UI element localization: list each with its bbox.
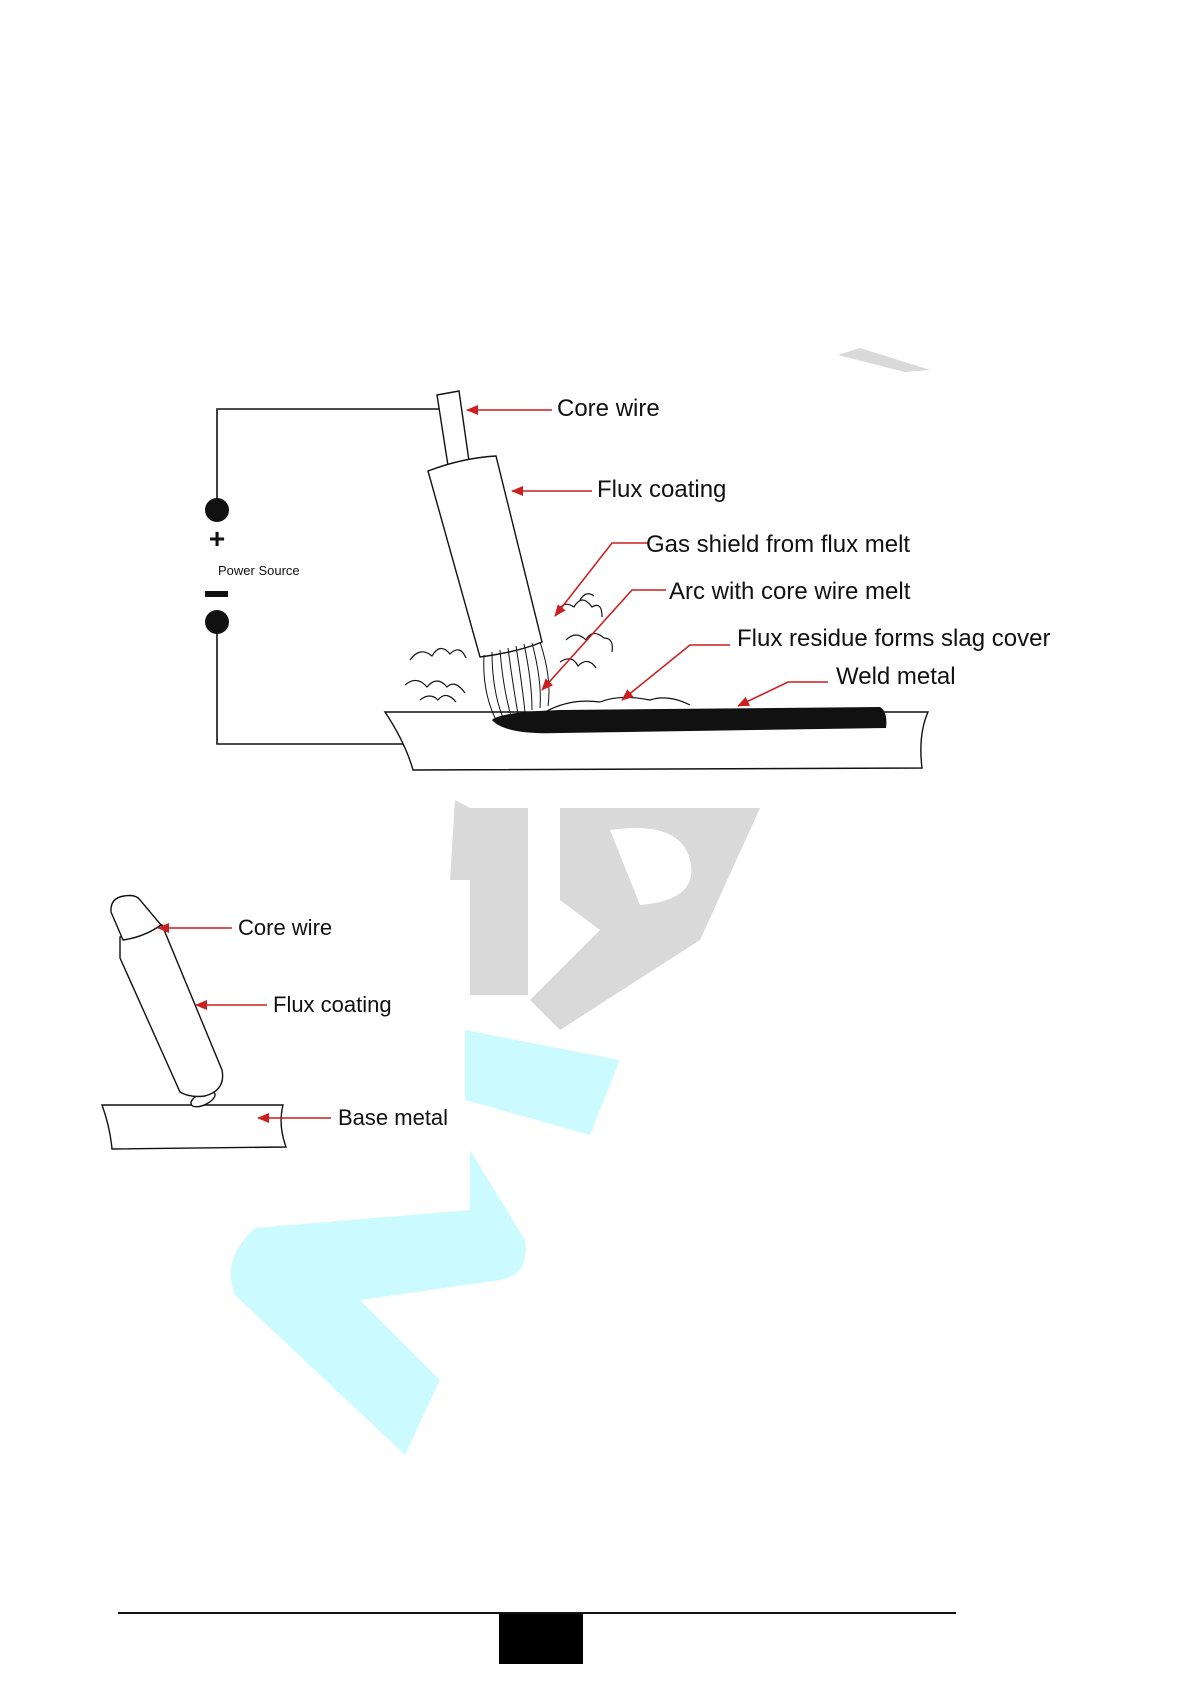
label-core-wire: Core wire [557,395,660,422]
label-arc: Arc with core wire melt [669,578,911,605]
arrow-slag [622,645,730,700]
watermark-cyan-n [231,1150,526,1455]
positive-terminal [205,498,229,522]
watermark-gray-top [838,348,930,372]
label-base-metal: Base metal [338,1105,448,1130]
watermark-cyan-wedge [465,1030,620,1135]
electrode-flux-coating [120,925,223,1097]
stick-welding-diagram: + Power Source [205,391,1050,770]
footer-page-block [499,1614,583,1664]
arrow-arc [542,590,666,690]
label-slag: Flux residue forms slag cover [737,625,1050,652]
label-gas-shield: Gas shield from flux melt [646,531,910,558]
watermark-gray-left [450,800,528,995]
label-flux-coating-b: Flux coating [273,992,392,1017]
negative-terminal [205,610,229,634]
watermark-logo [231,348,931,1455]
negative-symbol [205,591,228,597]
base-metal-plate [102,1105,286,1149]
flux-coating [428,456,542,657]
electrode-on-base-metal-diagram: Core wire Flux coating Base metal [102,896,448,1150]
power-source-label: Power Source [218,563,300,578]
positive-symbol: + [209,523,225,554]
circuit-wire-positive [217,409,448,510]
arrow-weld-metal [738,682,828,706]
label-core-wire-b: Core wire [238,915,332,940]
label-flux-coating: Flux coating [597,476,726,503]
label-weld-metal: Weld metal [836,663,956,690]
